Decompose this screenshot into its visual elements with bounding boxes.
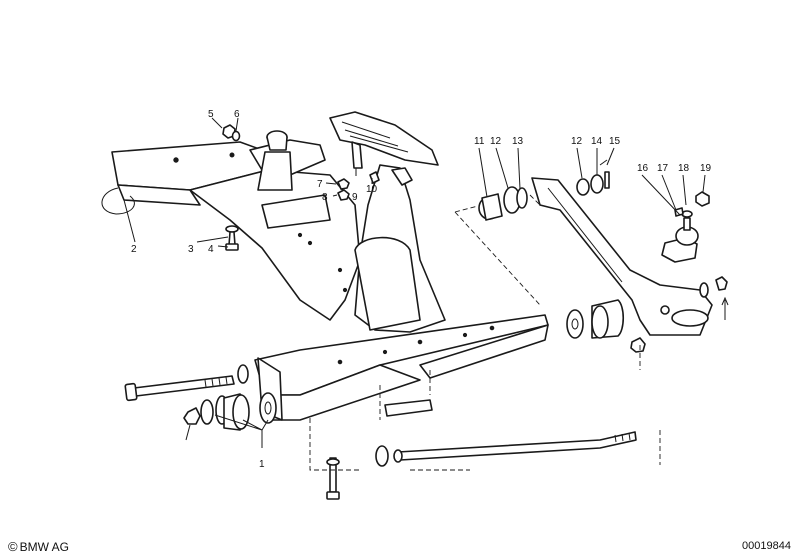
callout-16: 16 bbox=[637, 163, 649, 174]
callout-18: 18 bbox=[678, 163, 690, 174]
callout-6: 6 bbox=[234, 109, 240, 120]
callout-10: 10 bbox=[366, 184, 378, 195]
callout-15: 15 bbox=[609, 136, 621, 147]
drawing-number: 00019844 bbox=[742, 540, 791, 552]
subframe-mount-bolt bbox=[124, 364, 249, 402]
callout-9: 9 bbox=[352, 192, 358, 203]
front-axle-subframe bbox=[101, 111, 549, 421]
stabilizer-bar bbox=[326, 399, 637, 500]
callout-3: 3 bbox=[188, 244, 194, 255]
callout-12-left: 12 bbox=[490, 136, 502, 147]
callout-leaders bbox=[123, 117, 706, 448]
callout-14: 14 bbox=[591, 136, 603, 147]
callout-2: 2 bbox=[131, 244, 137, 255]
callout-7: 7 bbox=[317, 179, 323, 190]
callout-1: 1 bbox=[259, 459, 265, 470]
brand-name: BMW AG bbox=[19, 540, 69, 554]
callout-11: 11 bbox=[474, 136, 485, 147]
callout-5: 5 bbox=[208, 109, 214, 120]
copyright-notice: ©BMW AG bbox=[8, 539, 69, 554]
callout-8: 8 bbox=[322, 192, 328, 203]
callout-13: 13 bbox=[512, 136, 524, 147]
callout-17: 17 bbox=[657, 163, 669, 174]
alignment-lines bbox=[309, 194, 661, 471]
callout-12-right: 12 bbox=[571, 136, 583, 147]
callout-19: 19 bbox=[700, 163, 712, 174]
callout-labels: 1 2 3 4 5 6 7 8 9 10 11 12 13 12 14 15 1… bbox=[131, 109, 712, 470]
copyright-symbol: © bbox=[8, 539, 18, 554]
callout-4: 4 bbox=[208, 244, 214, 255]
control-arm-assembly bbox=[478, 159, 729, 353]
